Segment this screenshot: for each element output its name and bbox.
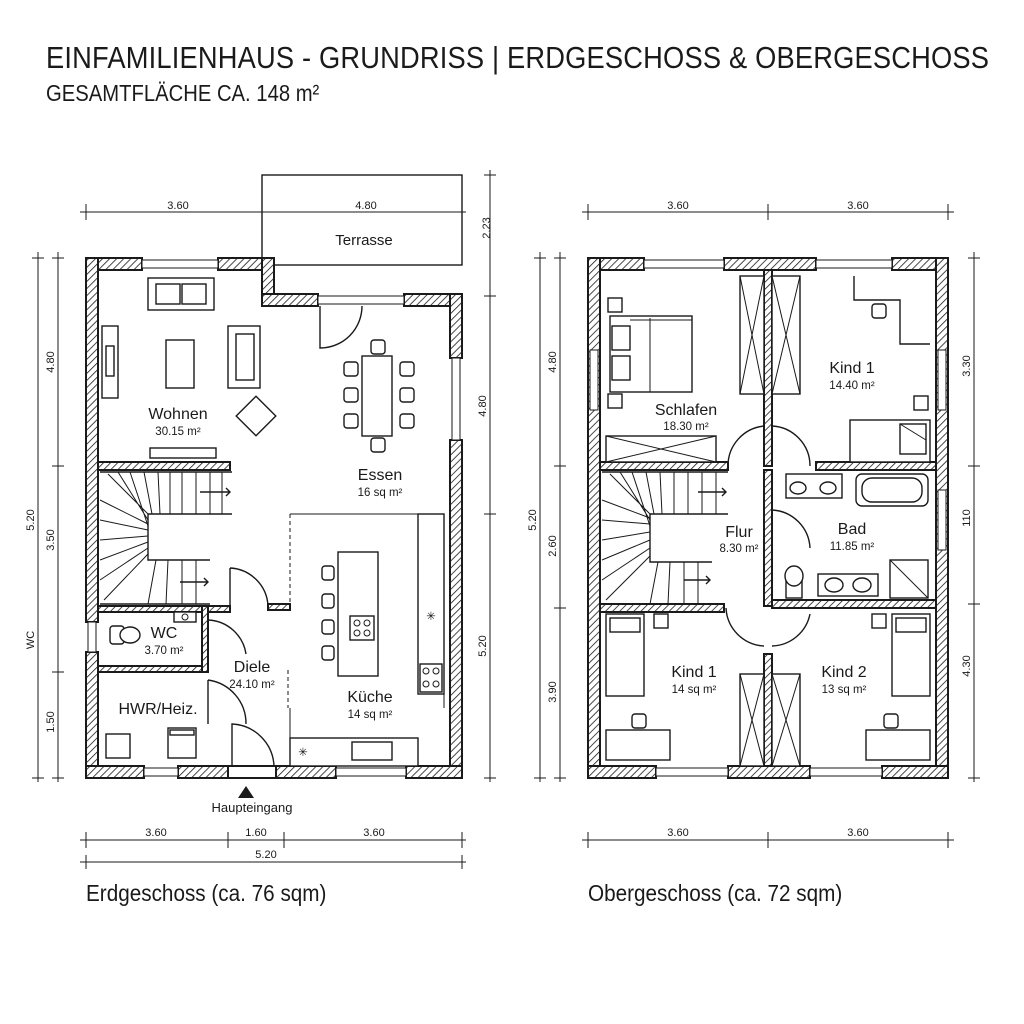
- ground-floor-interior-walls: [97, 461, 291, 779]
- room-label-kueche: Küche: [347, 689, 392, 706]
- svg-text:3.60: 3.60: [145, 827, 166, 839]
- room-area-wohnen: 30.15 m²: [155, 426, 201, 438]
- upper-floor-exterior-walls: [587, 257, 949, 779]
- room-area-flur: 8.30 m²: [720, 543, 759, 555]
- ground-floor-exterior-walls: [85, 257, 463, 779]
- svg-text:5.20: 5.20: [255, 849, 276, 861]
- svg-text:4.80: 4.80: [45, 351, 57, 372]
- svg-text:1.60: 1.60: [245, 827, 266, 839]
- terrace-door: [319, 305, 363, 349]
- terrace-area: [261, 174, 463, 266]
- svg-text:4.80: 4.80: [477, 395, 489, 416]
- svg-text:2.60: 2.60: [547, 535, 559, 556]
- room-label-wc: WC: [151, 625, 178, 642]
- svg-text:3.60: 3.60: [847, 827, 868, 839]
- terrace-label: Terrasse: [335, 232, 393, 249]
- room-label-bad: Bad: [838, 521, 866, 538]
- room-area-kind2: 13 sq m²: [822, 684, 867, 696]
- ground-floor-caption: Erdgeschoss (ca. 76 sqm): [86, 880, 327, 906]
- svg-text:4.30: 4.30: [961, 655, 973, 676]
- room-area-kueche: 14 sq m²: [348, 709, 393, 721]
- svg-text:3.50: 3.50: [45, 529, 57, 550]
- svg-text:4.80: 4.80: [355, 200, 376, 212]
- room-label-hwr: HWR/Heiz.: [118, 701, 197, 718]
- svg-text:5.20: 5.20: [25, 509, 37, 530]
- svg-text:✳: ✳: [298, 747, 308, 759]
- svg-text:3.60: 3.60: [363, 827, 384, 839]
- svg-text:3.60: 3.60: [847, 200, 868, 212]
- room-label-schlafen: Schlafen: [655, 402, 717, 419]
- ground-floor-dimensions: 3.60 4.80 2.23 4.80 5.20 5.20 WC 4.80 3.…: [25, 170, 496, 869]
- dining-table: [343, 339, 415, 453]
- svg-text:3.30: 3.30: [961, 355, 973, 376]
- ground-floor-stairs: [99, 471, 232, 605]
- bathroom-fixtures: [784, 473, 929, 599]
- room-label-flur: Flur: [725, 524, 753, 541]
- page-title: EINFAMILIENHAUS - GRUNDRISS | ERDGESCHOS…: [46, 40, 990, 75]
- svg-text:3.60: 3.60: [167, 200, 188, 212]
- svg-text:3.60: 3.60: [667, 827, 688, 839]
- upper-floor-caption: Obergeschoss (ca. 72 sqm): [588, 880, 843, 906]
- svg-text:3.90: 3.90: [547, 681, 559, 702]
- upper-floor-stairs: [601, 471, 728, 605]
- svg-text:110: 110: [961, 509, 973, 527]
- room-area-bad: 11.85 m²: [830, 541, 875, 553]
- ground-floor-plan: Terrasse: [25, 170, 496, 869]
- svg-text:1.50: 1.50: [45, 711, 57, 732]
- svg-text:4.80: 4.80: [547, 351, 559, 372]
- upper-floor-plan: Schlafen 18.30 m² Kind 1 14.40 m² Flur 8…: [527, 200, 980, 848]
- room-area-kind1-bottom: 14 sq m²: [672, 684, 717, 696]
- page-subtitle: GESAMTFLÄCHE CA. 148 m²: [46, 80, 320, 106]
- room-area-kind1-top: 14.40 m²: [829, 380, 875, 392]
- main-entrance-label: Haupteingang: [212, 800, 293, 815]
- room-label-diele: Diele: [234, 659, 271, 676]
- svg-text:3.60: 3.60: [667, 200, 688, 212]
- svg-text:2.23: 2.23: [481, 217, 493, 238]
- kitchen-island: [337, 551, 379, 677]
- svg-text:✳: ✳: [426, 611, 436, 623]
- svg-text:5.20: 5.20: [527, 509, 539, 530]
- room-label-kind1-bottom: Kind 1: [671, 664, 716, 681]
- room-label-essen: Essen: [358, 467, 402, 484]
- upper-floor-dimensions: 3.60 3.60 5.20 4.80 2.60 3.90 3.30 110 4…: [527, 200, 980, 848]
- room-area-schlafen: 18.30 m²: [663, 421, 709, 433]
- bedroom-bed: [607, 297, 693, 409]
- svg-text:5.20: 5.20: [477, 635, 489, 656]
- svg-text:WC: WC: [25, 631, 37, 649]
- room-area-wc: 3.70 m²: [145, 645, 184, 657]
- room-label-kind2: Kind 2: [821, 664, 866, 681]
- main-entrance-door: [231, 723, 275, 767]
- room-label-wohnen: Wohnen: [148, 406, 207, 423]
- room-label-kind1-top: Kind 1: [829, 360, 874, 377]
- room-area-essen: 16 sq m²: [358, 487, 403, 499]
- room-area-diele: 24.10 m²: [229, 679, 275, 691]
- living-room-furniture: [101, 277, 277, 459]
